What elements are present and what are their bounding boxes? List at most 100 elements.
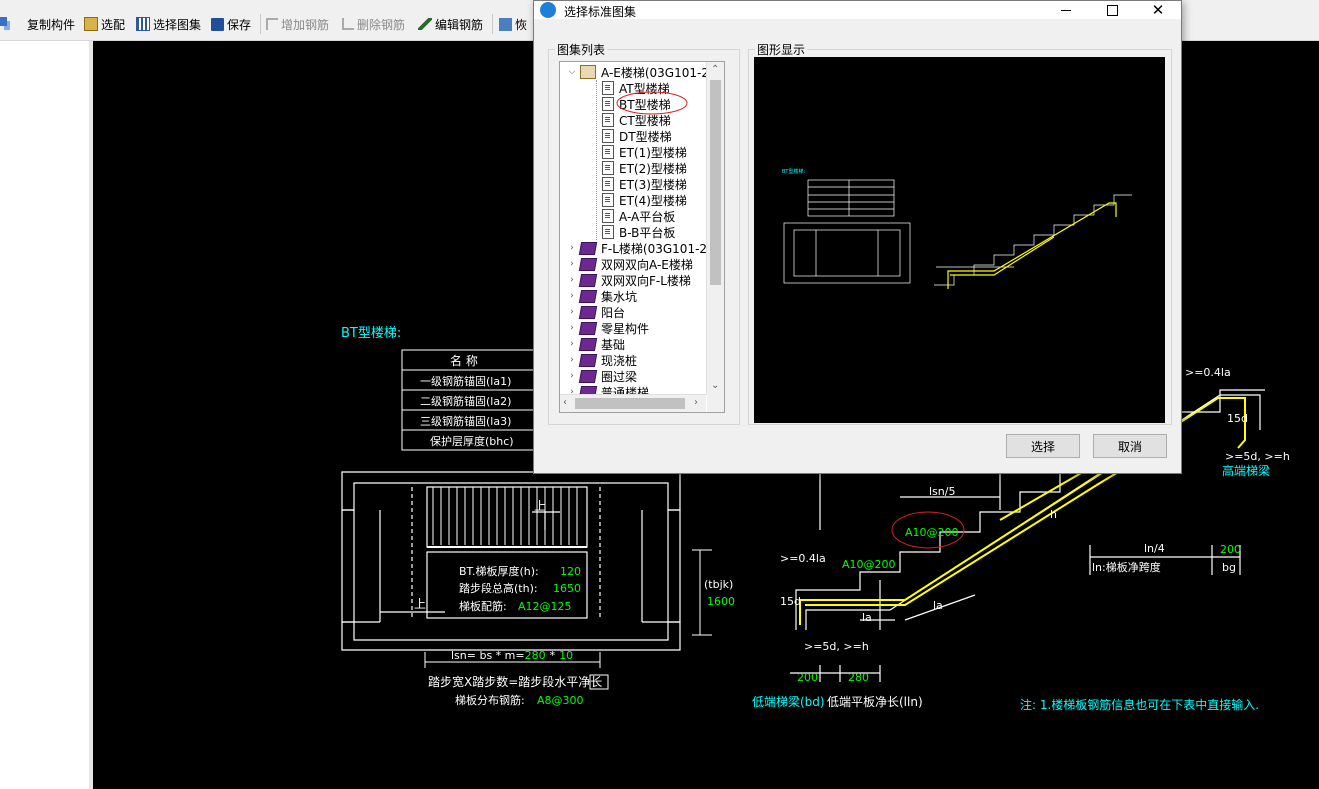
- collapse-icon[interactable]: ⌵: [568, 67, 576, 77]
- tree-horizontal-scrollbar[interactable]: ‹ ›: [560, 394, 706, 412]
- plan-dimension-lines: [424, 549, 712, 668]
- preview-drawing: BT型楼梯:: [782, 168, 1132, 289]
- tree-item-label: ET(2)型楼梯: [619, 161, 687, 176]
- book-icon: [578, 273, 598, 287]
- expand-icon[interactable]: ›: [570, 291, 574, 301]
- section-low-beam: 低端梯梁(bd): [752, 694, 825, 709]
- scroll-down-icon[interactable]: ⌄: [711, 380, 720, 391]
- restore-button[interactable]: 恢: [499, 14, 527, 34]
- save-label: 保存: [227, 17, 252, 32]
- plan-tbjk-label: (tbjk): [704, 578, 733, 591]
- select-match-label: 选配: [101, 17, 126, 32]
- tree-item[interactable]: CT型楼梯: [602, 112, 671, 128]
- copy-component-label: 复制构件: [27, 17, 76, 32]
- tree-item[interactable]: DT型楼梯: [602, 128, 672, 144]
- minimize-button[interactable]: [1043, 1, 1089, 19]
- dialog-titlebar[interactable]: 选择标准图集 ✕: [534, 1, 1181, 19]
- tree-item[interactable]: ET(4)型楼梯: [602, 192, 687, 208]
- atlas-list-group-label: 图集列表: [555, 41, 608, 58]
- tree-item[interactable]: ›双网双向A-E楼梯: [566, 256, 693, 272]
- tree-item[interactable]: ›F-L楼梯(03G101-2): [566, 240, 712, 256]
- scroll-left-icon[interactable]: ‹: [563, 397, 567, 408]
- panel-splitter[interactable]: [89, 41, 93, 789]
- tree-item[interactable]: ›基础: [566, 336, 625, 352]
- tree-item[interactable]: ›双网双向F-L楼梯: [566, 272, 691, 288]
- book-icon: [578, 369, 598, 383]
- delete-rebar-button[interactable]: 删除钢筋: [342, 14, 405, 34]
- tree-vertical-scrollbar[interactable]: ⌃ ⌄: [706, 62, 724, 395]
- select-match-button[interactable]: 选配: [84, 14, 125, 34]
- tree-item[interactable]: ›圈过梁: [566, 368, 637, 384]
- expand-icon[interactable]: ›: [570, 339, 574, 349]
- section-lsn5: lsn/5: [929, 485, 955, 498]
- select-button[interactable]: 选择: [1006, 434, 1080, 458]
- toolbar-separator: [492, 14, 493, 34]
- tree-item[interactable]: ⌵ A-E楼梯(03G101-2): [566, 64, 714, 80]
- section-a10-left: A10@200: [842, 558, 896, 571]
- tree-item[interactable]: A-A平台板: [602, 208, 675, 224]
- tree-item[interactable]: BT型楼梯: [602, 96, 671, 112]
- tree-item-label: ET(1)型楼梯: [619, 145, 687, 160]
- tree-item[interactable]: ET(3)型楼梯: [602, 176, 687, 192]
- tree-item[interactable]: AT型楼梯: [602, 80, 670, 96]
- book-icon: [578, 337, 598, 351]
- plan-dist-label: 梯板分布钢筋:: [455, 693, 525, 707]
- edit-rebar-button[interactable]: 编辑钢筋: [418, 14, 483, 34]
- document-icon: [602, 225, 614, 239]
- section-15d-left: 15d: [780, 595, 801, 608]
- edit-rebar-label: 编辑钢筋: [435, 17, 484, 32]
- tree-horizontal-scroll-thumb[interactable]: [575, 398, 685, 409]
- book-icon: [578, 289, 598, 303]
- edit-rebar-icon: [418, 18, 432, 30]
- plan-lsn-formula: lsn= bs * m=280*10: [451, 649, 573, 662]
- expand-icon[interactable]: ›: [570, 387, 574, 397]
- add-rebar-button[interactable]: 增加钢筋: [266, 14, 329, 34]
- tree-item[interactable]: ET(2)型楼梯: [602, 160, 687, 176]
- delete-rebar-label: 删除钢筋: [357, 17, 406, 32]
- tree-item-label: ET(3)型楼梯: [619, 177, 687, 192]
- expand-icon[interactable]: ›: [570, 275, 574, 285]
- section-h: h: [1050, 508, 1057, 521]
- save-button[interactable]: 保存: [211, 14, 251, 34]
- plan-height-label: 踏步段总高(th):: [459, 581, 538, 595]
- tree-item-label: A-A平台板: [619, 209, 676, 224]
- maximize-button[interactable]: [1089, 1, 1135, 19]
- close-button[interactable]: ✕: [1135, 1, 1181, 19]
- select-atlas-button[interactable]: 选择图集: [136, 14, 201, 34]
- expand-icon[interactable]: ›: [570, 259, 574, 269]
- expand-icon[interactable]: ›: [570, 323, 574, 333]
- section-bg-value: 200: [1220, 543, 1241, 556]
- tree-item-label: B-B平台板: [619, 225, 676, 240]
- tree-item[interactable]: ›阳台: [566, 304, 625, 320]
- tree-item[interactable]: ›零星构件: [566, 320, 649, 336]
- copy-component-button[interactable]: 复制构件: [0, 14, 75, 34]
- maximize-icon: [1106, 4, 1118, 16]
- tree-item-label: 集水坑: [601, 289, 638, 304]
- tree-item[interactable]: ›现浇桩: [566, 352, 637, 368]
- document-icon: [602, 193, 614, 207]
- expand-icon[interactable]: ›: [570, 307, 574, 317]
- section-a10-red-circled: A10@200: [905, 526, 959, 539]
- section-ge04la-top: >=0.4la: [1185, 366, 1231, 379]
- expand-icon[interactable]: ›: [570, 243, 574, 253]
- scroll-right-icon[interactable]: ›: [694, 397, 698, 408]
- preview-group-label: 图形显示: [755, 41, 808, 58]
- plan-thickness-value: 120: [560, 565, 581, 578]
- tree-item-label: A-E楼梯(03G101-2): [601, 65, 714, 80]
- section-15d-right: 15d: [1227, 412, 1248, 425]
- left-panel[interactable]: [0, 41, 90, 789]
- tree-item[interactable]: › 集水坑: [566, 288, 637, 304]
- table-row-la3: 三级钢筋锚固(la3): [420, 414, 511, 428]
- scroll-up-icon[interactable]: ⌃: [711, 64, 720, 75]
- expand-icon[interactable]: ›: [570, 355, 574, 365]
- atlas-list-group: [548, 49, 740, 425]
- expand-icon[interactable]: ›: [570, 371, 574, 381]
- cad-title: BT型楼梯:: [341, 326, 401, 341]
- cancel-button[interactable]: 取消: [1093, 434, 1167, 458]
- tree-item[interactable]: ET(1)型楼梯: [602, 144, 687, 160]
- tree-item[interactable]: B-B平台板: [602, 224, 675, 240]
- section-high-beam: 高端梯梁: [1222, 463, 1270, 478]
- tree-vertical-scroll-thumb[interactable]: [710, 80, 721, 285]
- plan-height-value: 1650: [553, 582, 581, 595]
